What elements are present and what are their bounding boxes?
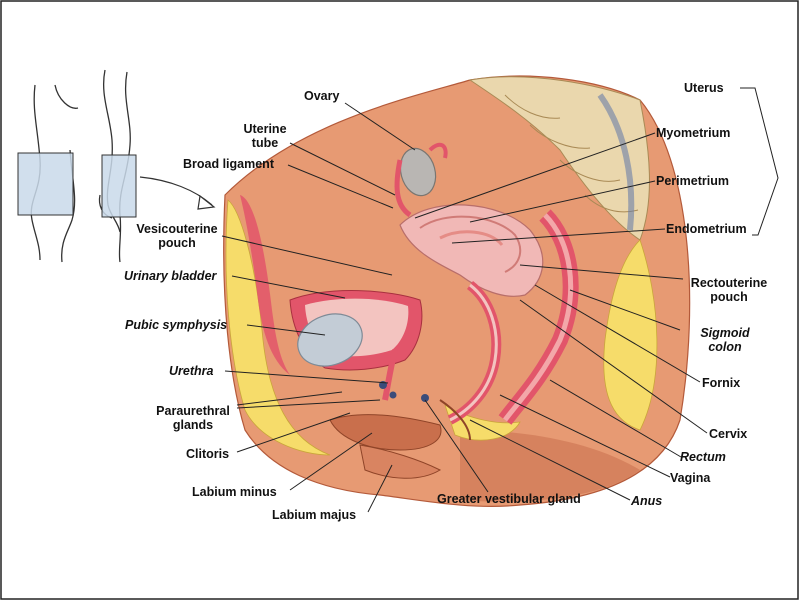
label-vagina: Vagina	[670, 471, 711, 485]
label-endometrium: Endometrium	[666, 222, 747, 236]
label-sigmoid-colon: Sigmoid colon	[700, 326, 750, 354]
label-clitoris: Clitoris	[186, 447, 230, 461]
inset-highlight-side	[101, 154, 137, 218]
label-urethra: Urethra	[169, 364, 214, 378]
label-anus: Anus	[631, 494, 663, 508]
inset-arrow-head	[197, 194, 216, 210]
label-labium-majus: Labium majus	[272, 508, 357, 522]
inset-highlight-front	[17, 152, 74, 216]
label-greater-vestibular-gland: Greater vestibular gland	[437, 492, 581, 506]
label-uterine-tube: Uterine tube	[243, 122, 287, 150]
label-labium-minus: Labium minus	[192, 485, 277, 499]
label-fornix: Fornix	[702, 376, 741, 390]
uterus-bracket	[740, 87, 779, 236]
label-uterus: Uterus	[684, 81, 724, 95]
label-urinary-bladder: Urinary bladder	[124, 269, 217, 283]
leader-lines	[221, 102, 708, 513]
label-rectum: Rectum	[680, 450, 726, 464]
label-ovary: Ovary	[304, 89, 340, 103]
label-broad-ligament: Broad ligament	[183, 157, 274, 171]
label-vesicouterine-pouch: Vesicouterine pouch	[136, 222, 218, 250]
label-cervix: Cervix	[709, 427, 748, 441]
label-perimetrium: Perimetrium	[656, 174, 729, 188]
anatomy-body	[223, 75, 691, 507]
label-pubic-symphysis: Pubic symphysis	[125, 318, 228, 332]
label-paraurethral-glands: Paraurethral glands	[156, 404, 230, 432]
label-rectouterine-pouch: Rectouterine pouch	[690, 276, 768, 304]
label-myometrium: Myometrium	[656, 126, 731, 140]
